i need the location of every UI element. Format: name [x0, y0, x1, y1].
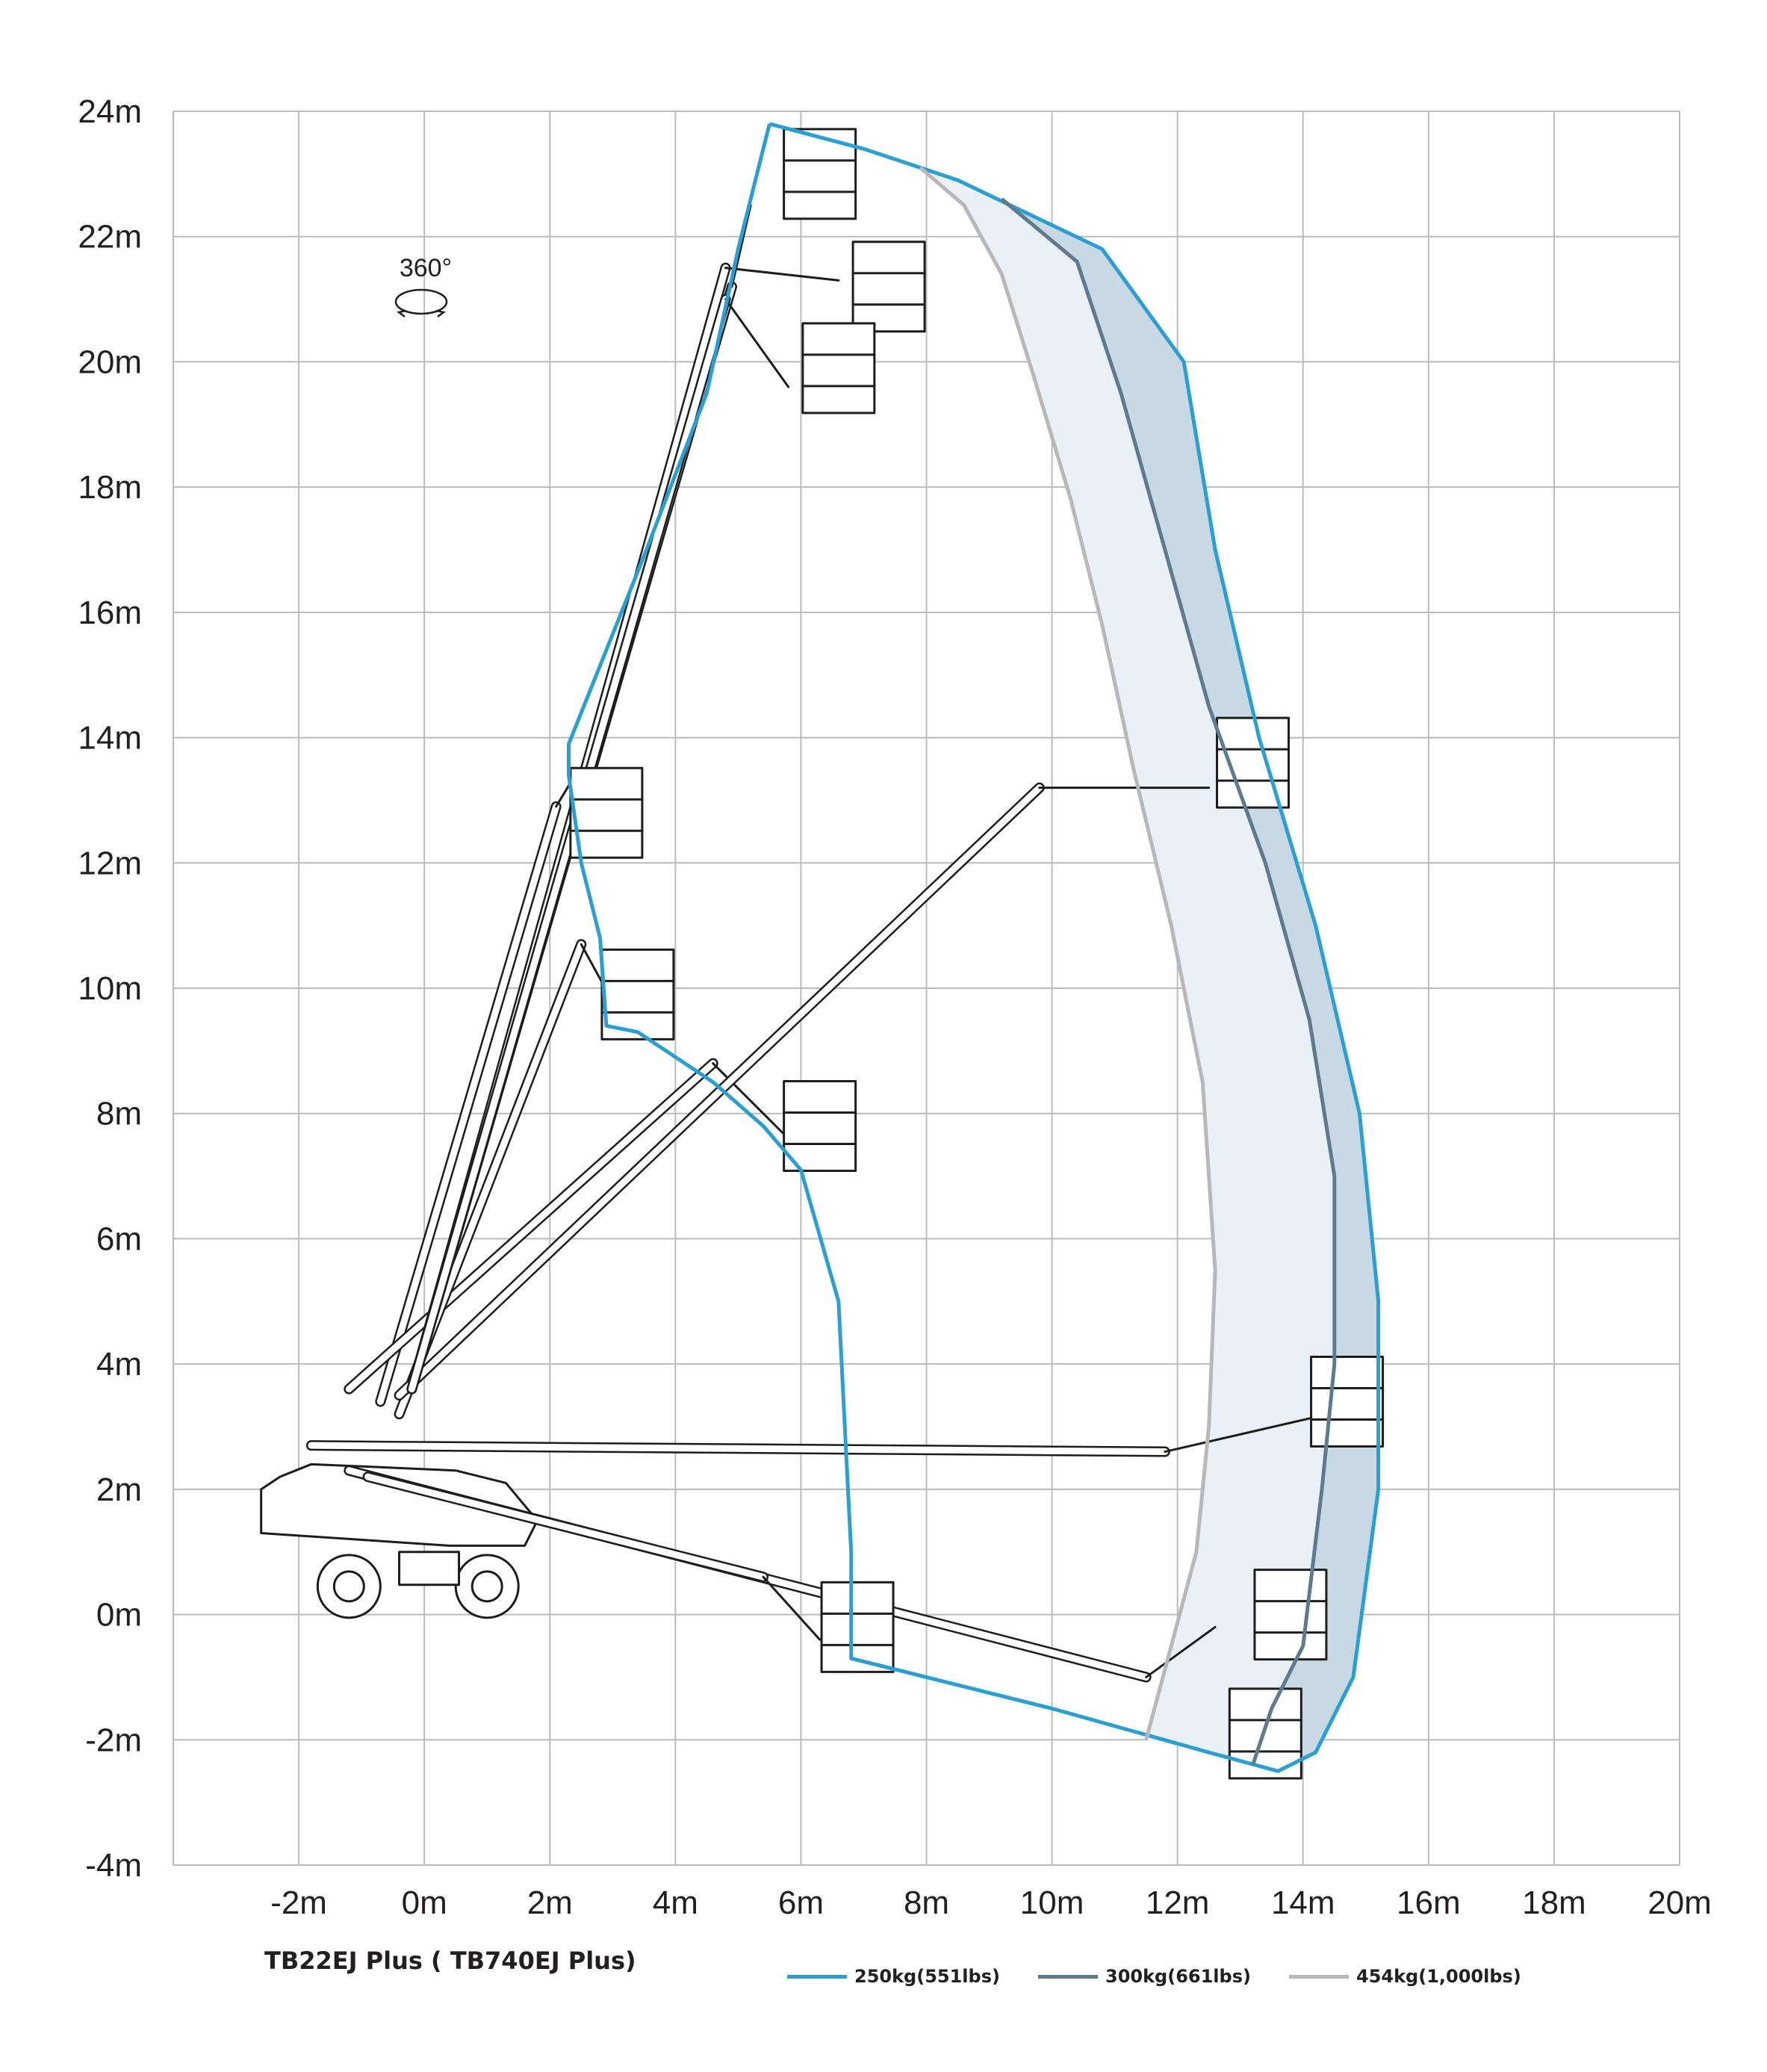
chassis	[260, 1463, 538, 1547]
reach-zone-454kg	[920, 167, 1335, 1765]
y-tick-label: 10m	[78, 970, 142, 1007]
legend-item: 454kg(1,000lbs)	[1289, 1961, 1521, 1991]
reach-zone-300kg	[1001, 199, 1379, 1772]
platform-basket	[801, 322, 876, 415]
legend-label: 454kg(1,000lbs)	[1356, 1966, 1521, 1987]
jib	[1145, 1625, 1217, 1678]
legend-label: 250kg(551lbs)	[854, 1966, 1000, 1987]
boom	[376, 803, 560, 1405]
legend-item: 300kg(661lbs)	[1038, 1961, 1251, 1991]
rotation-icon: 360°	[394, 254, 452, 317]
y-tick-label: 2m	[96, 1471, 142, 1508]
y-tick-label: 8m	[96, 1096, 142, 1132]
platform-basket	[820, 1581, 895, 1673]
boom	[364, 1473, 767, 1581]
y-tick-label: 12m	[78, 845, 142, 881]
x-axis-ticks: -2m 0m 2m 4m 6m 8m 10m 12m 14m 16m 18m 20m	[270, 1885, 1712, 1921]
y-tick-label: -4m	[85, 1847, 142, 1884]
y-tick-label: 14m	[78, 720, 142, 757]
jib	[762, 1575, 822, 1641]
legend-item: 250kg(551lbs)	[787, 1961, 1000, 1991]
legend-swatch	[1289, 1974, 1349, 1979]
wheel-front	[454, 1554, 520, 1619]
platform-basket	[1310, 1355, 1385, 1448]
machine-drawing	[260, 128, 1385, 1780]
y-tick-label: 20m	[78, 344, 142, 380]
y-tick-label: 18m	[78, 469, 142, 506]
x-tick-label: 16m	[1397, 1885, 1461, 1921]
legend-swatch	[787, 1974, 847, 1979]
envelope-line	[1000, 197, 1337, 1766]
wheel-rear	[316, 1554, 382, 1619]
x-tick-label: 4m	[653, 1885, 698, 1921]
platform-basket	[600, 948, 675, 1040]
y-axis-ticks: 24m 22m 20m 18m 16m 14m 12m 10m 8m 6m 4m 2m 0m -2m -4m	[78, 93, 142, 1884]
platform-basket	[1253, 1569, 1328, 1661]
platform-basket	[569, 766, 644, 859]
wheel-front-hub	[471, 1570, 503, 1603]
x-tick-label: 14m	[1271, 1885, 1335, 1921]
jib	[724, 298, 790, 388]
boom	[396, 784, 1043, 1399]
reach-areas	[920, 167, 1379, 1772]
x-tick-label: -2m	[270, 1885, 327, 1921]
envelope-line	[919, 166, 1217, 1740]
y-tick-label: -2m	[85, 1722, 142, 1758]
boom	[345, 1060, 717, 1393]
x-tick-label: 2m	[527, 1885, 573, 1921]
x-tick-label: 0m	[402, 1885, 447, 1921]
y-tick-label: 0m	[96, 1597, 142, 1634]
x-tick-label: 12m	[1146, 1885, 1210, 1921]
jib	[712, 1062, 790, 1140]
platform-basket	[851, 241, 926, 333]
grid	[173, 111, 1680, 1866]
y-tick-label: 4m	[96, 1346, 142, 1383]
y-tick-label: 16m	[78, 595, 142, 631]
rotation-label: 360°	[400, 254, 452, 282]
boom	[308, 1442, 1169, 1456]
x-tick-label: 18m	[1522, 1885, 1586, 1921]
x-tick-label: 6m	[778, 1885, 824, 1921]
y-tick-label: 22m	[78, 219, 142, 255]
x-tick-label: 10m	[1020, 1885, 1084, 1921]
platform-basket	[783, 1079, 857, 1172]
y-tick-label: 6m	[96, 1220, 142, 1257]
jib	[1164, 1412, 1329, 1454]
x-tick-label: 20m	[1648, 1885, 1712, 1921]
legend-swatch	[1038, 1974, 1098, 1979]
x-tick-label: 8m	[904, 1885, 949, 1921]
counterweight	[398, 1551, 461, 1586]
model-title: TB22EJ Plus ( TB740EJ Plus)	[264, 1947, 636, 1975]
envelope-line	[567, 122, 1381, 1773]
jib	[724, 267, 840, 282]
legend-label: 300kg(661lbs)	[1105, 1966, 1251, 1987]
load-envelopes	[567, 122, 1381, 1773]
y-tick-label: 24m	[78, 93, 142, 130]
wheel-rear-hub	[332, 1570, 365, 1603]
